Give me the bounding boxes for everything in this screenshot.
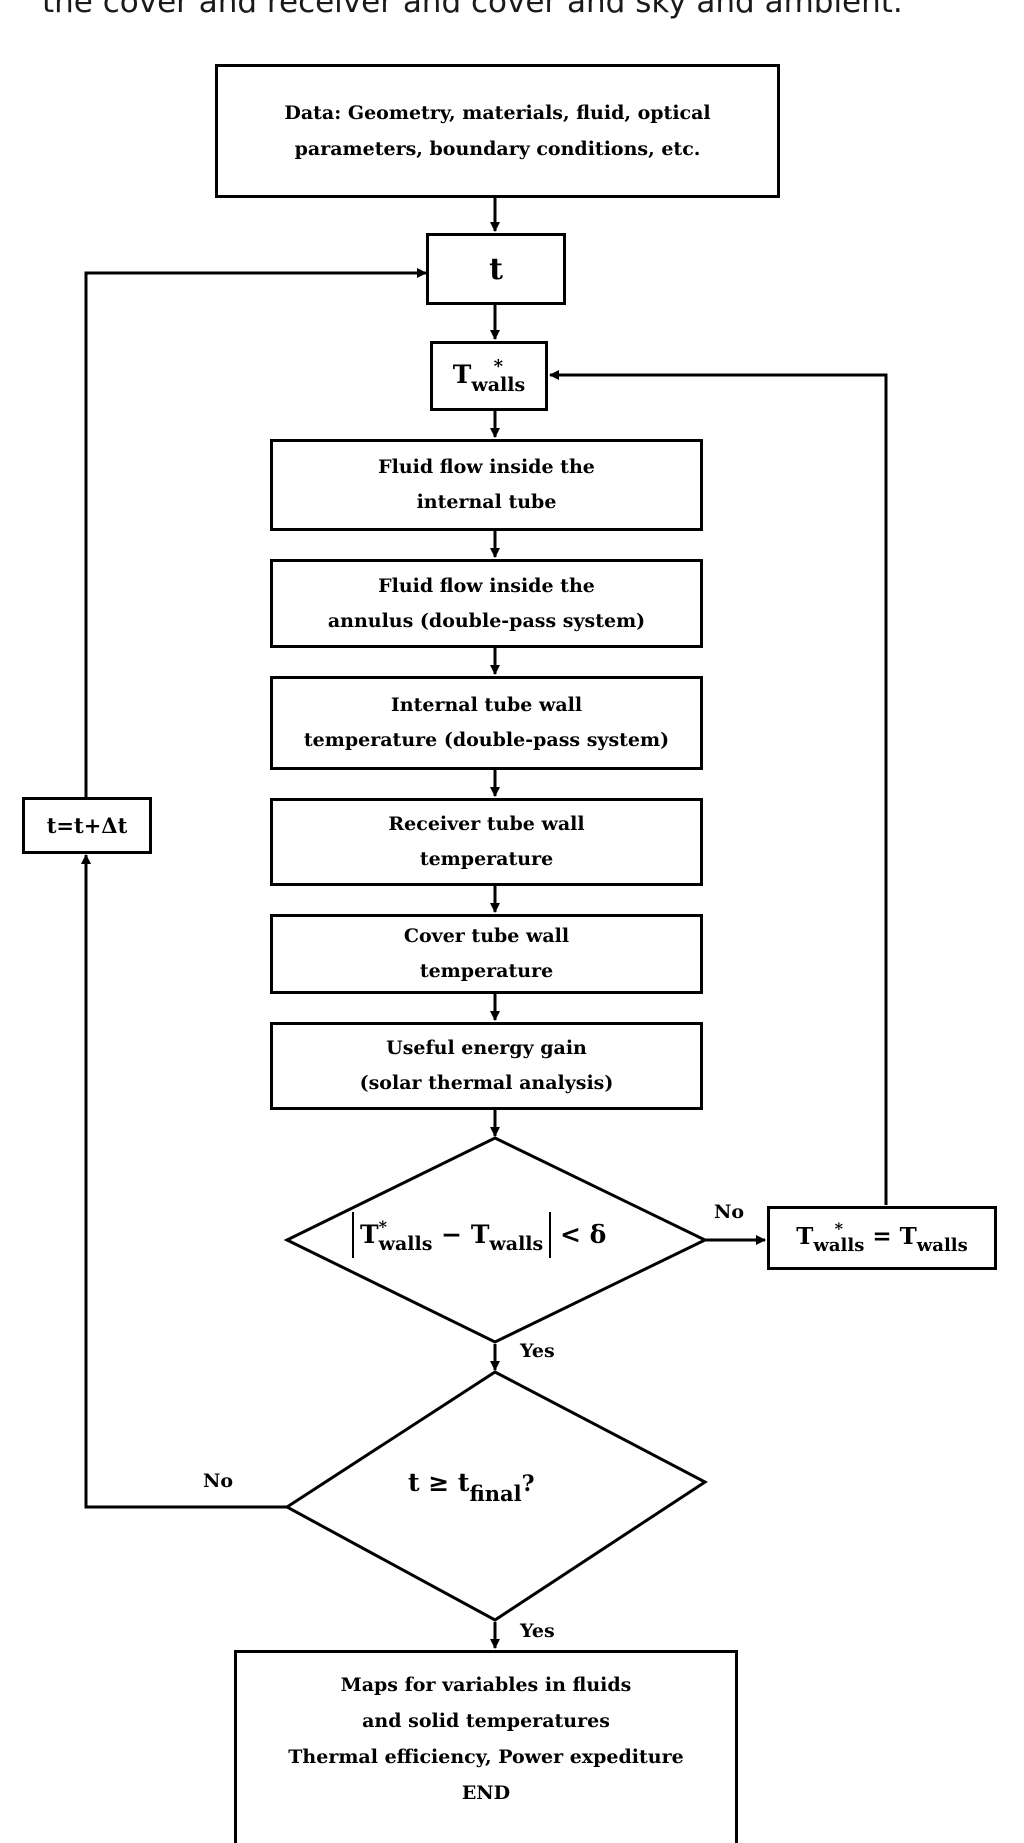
internal-wall-box: Internal tube wall temperature (double-p… (270, 676, 703, 770)
figure-caption-fragment: the cover and receiver and cover and sky… (42, 0, 903, 20)
convergence-expression: T*walls − T​walls < δ (352, 1212, 606, 1258)
time-check-expression: t ≥ tfinal? (408, 1468, 535, 1506)
time-box: t (426, 233, 566, 305)
cover-wall-box: Cover tube wall temperature (270, 914, 703, 994)
energy-gain-box: Useful energy gain (solar thermal analys… (270, 1022, 703, 1110)
twalls-guess-box: T*walls (430, 341, 548, 411)
time-step-box: t=t+Δt (22, 797, 152, 854)
label-yes-convergence: Yes (520, 1340, 555, 1362)
arrow-update-to-twalls (549, 370, 888, 1205)
fluid-internal-box: Fluid flow inside the internal tube (270, 439, 703, 531)
label-no-convergence: No (714, 1201, 745, 1223)
time-check-diamond (284, 1370, 708, 1622)
arrow-time-no (81, 854, 287, 1509)
label-yes-time: Yes (520, 1620, 555, 1642)
data-input-box: Data: Geometry, materials, fluid, optica… (215, 64, 780, 198)
convergence-check-diamond (283, 1136, 709, 1344)
update-twalls-box: T*walls = T​walls (767, 1206, 997, 1270)
output-box: Maps for variables in fluids and solid t… (234, 1650, 738, 1843)
arrow-timestep-to-t (84, 268, 427, 797)
fluid-annulus-box: Fluid flow inside the annulus (double-pa… (270, 559, 703, 648)
label-no-time: No (203, 1470, 234, 1492)
receiver-wall-box: Receiver tube wall temperature (270, 798, 703, 886)
